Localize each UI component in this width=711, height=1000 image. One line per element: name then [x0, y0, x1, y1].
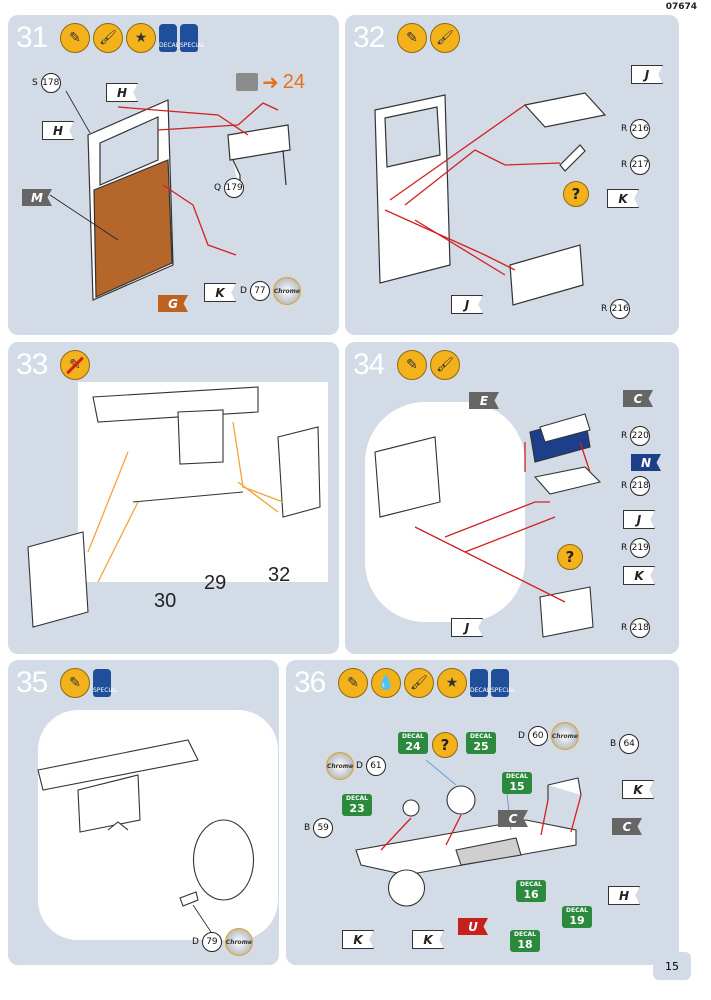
step-number: 36 [294, 666, 326, 699]
part-flag-c: C [623, 390, 653, 407]
step-33-tool-icons: ✎ [60, 350, 90, 380]
glue-icon: ✎ [397, 23, 427, 53]
part-flag-e: E [469, 392, 499, 409]
step-31-drawing [49, 90, 291, 301]
ref-step-24: ➜ 24 [236, 70, 305, 94]
special-bottle-icon: SPECIAL [180, 24, 205, 52]
decal-softener-bottle-icon: DECAL [470, 669, 490, 697]
paint-brush-icon: 🖌 [430, 23, 460, 53]
glue-icon: ✎ [338, 668, 368, 698]
paint-brush-icon: 🖌 [404, 668, 434, 698]
part-flag-j: J [451, 295, 483, 314]
question-icon: ? [432, 732, 458, 758]
step-number: 31 [16, 21, 48, 54]
paint-drop-icon: 💧 [371, 668, 401, 698]
step-32-drawing [374, 92, 607, 306]
part-flag-m: M [22, 189, 52, 206]
decal-softener-bottle-icon: DECAL [159, 24, 179, 52]
part-flag-n: N [631, 454, 661, 471]
decal-star-icon: ★ [437, 668, 467, 698]
part-flag-k: K [204, 283, 236, 302]
paint-brush-icon: 🖌 [93, 23, 123, 53]
part-flag-u: U [458, 918, 488, 935]
decal-star-icon: ★ [126, 23, 156, 53]
chrome-icon: Chrome [224, 928, 253, 956]
page-number: 15 [653, 952, 691, 980]
part-flag-h: H [106, 83, 138, 102]
part-flag-k: K [412, 930, 444, 949]
glue-icon: ✎ [60, 668, 90, 698]
step-number: 34 [353, 348, 385, 381]
paint-brush-icon: 🖌 [430, 350, 460, 380]
glue-icon: ✎ [397, 350, 427, 380]
callout-32: 32 [268, 564, 291, 586]
part-flag-h: H [42, 121, 74, 140]
step-number: 35 [16, 666, 48, 699]
step-35-drawing [37, 710, 278, 940]
step-35-tool-icons: ✎ SPECIAL [60, 668, 118, 698]
part-flag-k: K [607, 189, 639, 208]
step-31-tool-icons: ✎ 🖌 ★ DECAL SPECIAL [60, 23, 205, 53]
callout-29: 29 [204, 572, 227, 594]
part-flag-j: J [631, 65, 663, 84]
part-flag-k: K [623, 566, 655, 585]
part-flag-c: C [612, 818, 642, 835]
step-36-tool-icons: ✎ 💧 🖌 ★ DECAL SPECIAL [338, 668, 516, 698]
callout-30: 30 [154, 590, 177, 612]
special-bottle-icon: SPECIAL [491, 669, 516, 697]
chrome-icon: Chrome [272, 277, 301, 305]
chrome-icon: Chrome [550, 722, 579, 750]
question-icon: ? [563, 181, 589, 207]
part-flag-c: C [498, 810, 528, 827]
step-33-panel: 33 ✎ 29 30 32 [8, 342, 339, 654]
step-34-tool-icons: ✎ 🖌 [397, 350, 460, 380]
step-32-tool-icons: ✎ 🖌 [397, 23, 460, 53]
no-glue-icon: ✎ [60, 350, 90, 380]
step-34-drawing [365, 402, 602, 638]
step-number: 33 [16, 348, 48, 381]
arrow-right-icon: ➜ [262, 70, 279, 94]
step-number: 32 [353, 21, 385, 54]
step-36-drawing [355, 759, 582, 907]
parts-box-icon [236, 73, 258, 91]
glue-icon: ✎ [60, 23, 90, 53]
special-bottle-icon: SPECIAL [93, 669, 118, 697]
question-icon: ? [557, 544, 583, 570]
kit-code: 07674 [665, 2, 697, 12]
chrome-icon: Chrome [326, 752, 354, 780]
part-flag-g: G [158, 295, 188, 312]
step-33-drawing [27, 382, 328, 628]
